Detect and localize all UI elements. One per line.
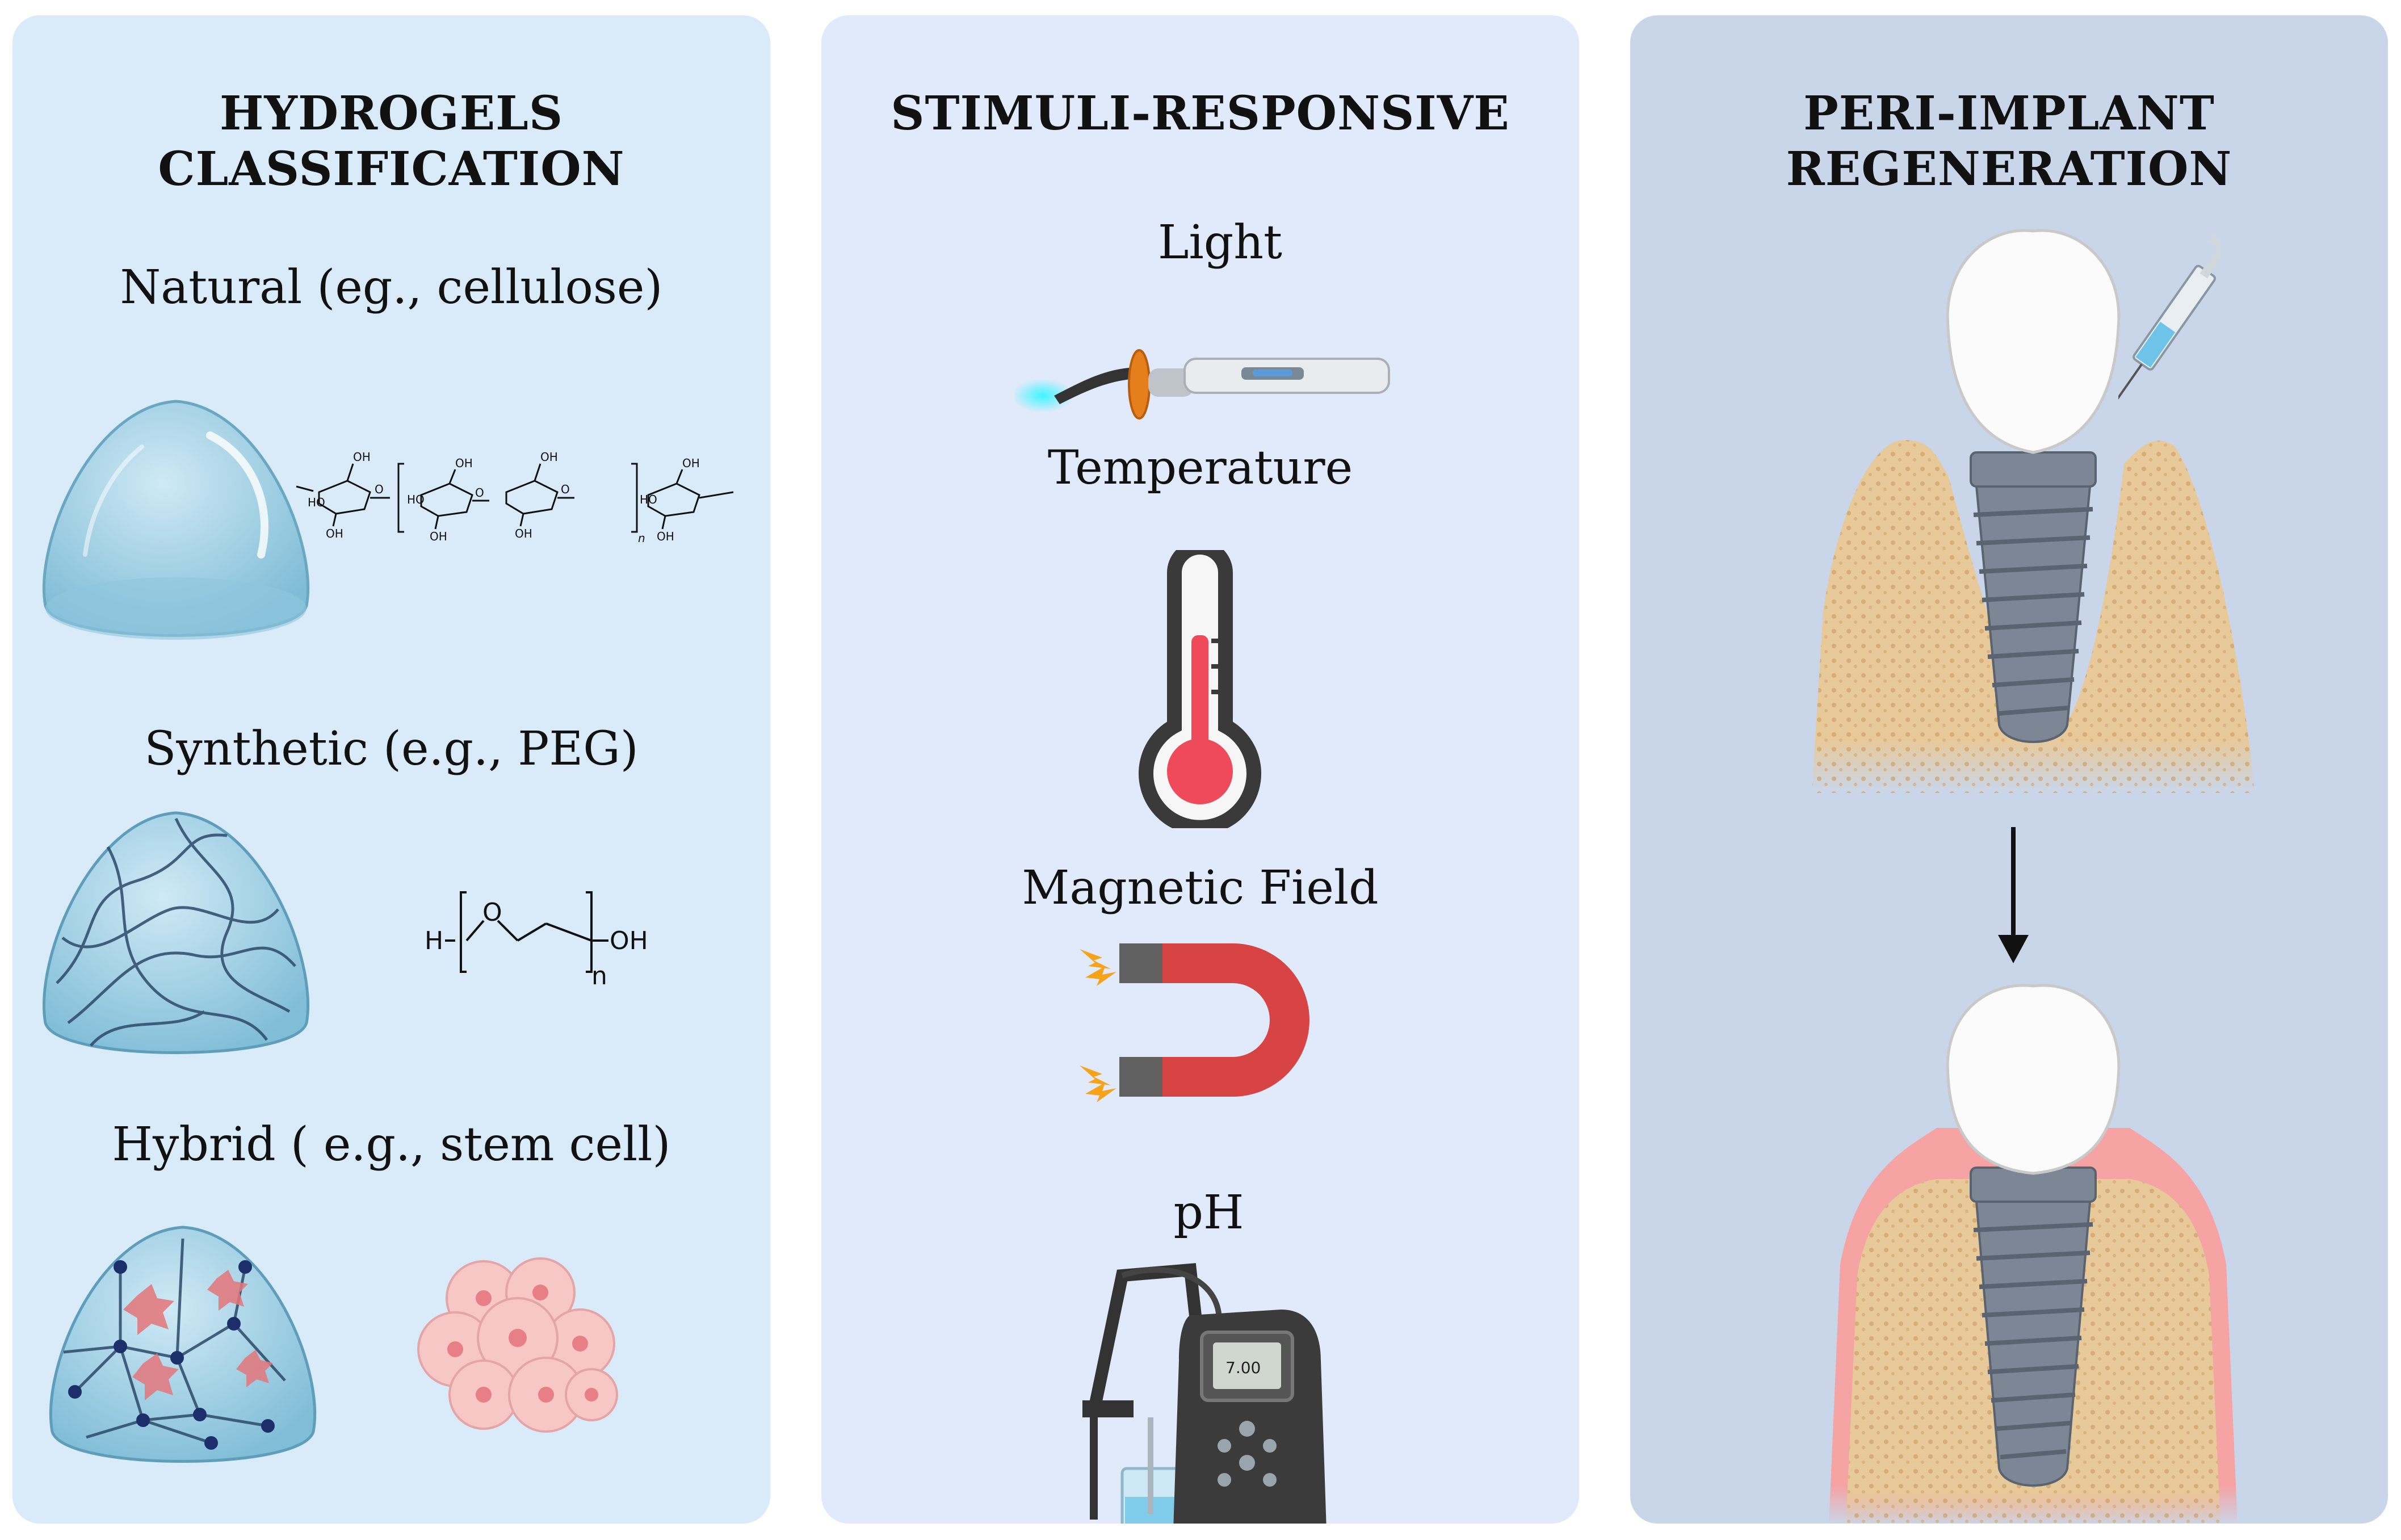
- cellulose-oh-label: OH: [540, 450, 558, 464]
- hydrogel-dome-icon: [42, 400, 310, 640]
- cellulose-n-label: n: [638, 531, 645, 545]
- regeneration-panel: PERI-IMPLANT REGENERATION: [1630, 15, 2388, 1524]
- cellulose-structure-icon: OH OH OH OH HO HO HO OH OH OH OH O O O n: [296, 450, 734, 545]
- stimuli-title: STIMULI-RESPONSIVE: [891, 86, 1510, 141]
- cellulose-o-label: O: [475, 486, 484, 500]
- peg-oh-label: OH: [610, 926, 648, 955]
- arrow-down-icon: [1998, 827, 2029, 963]
- cellulose-oh-label: OH: [326, 527, 343, 540]
- regenerated-implant-icon: [1829, 984, 2238, 1524]
- peg-h-label: H: [425, 926, 443, 955]
- thermometer-icon: [1139, 550, 1261, 828]
- ph-label: pH: [1173, 1186, 1244, 1240]
- synthetic-hydrogel-icon: [42, 811, 310, 1054]
- curing-light-icon: [1014, 349, 1390, 419]
- classification-panel: HYDROGELS CLASSIFICATION Natural (eg., c…: [12, 15, 770, 1524]
- hybrid-hydrogel-icon: [49, 1226, 317, 1463]
- cellulose-o-label: O: [561, 482, 570, 496]
- cellulose-oh-label: OH: [455, 456, 473, 470]
- cellulose-ho-label: HO: [308, 496, 325, 509]
- peg-structure-icon: H O OH n: [425, 891, 648, 989]
- cellulose-o-label: O: [375, 482, 384, 496]
- ph-meter-reading: 7.00: [1225, 1358, 1261, 1377]
- hybrid-label: Hybrid ( e.g., stem cell): [112, 1118, 671, 1172]
- peg-o-label: O: [482, 898, 502, 927]
- cellulose-oh-label: OH: [657, 530, 674, 543]
- peg-n-label: n: [591, 962, 607, 989]
- ph-meter-icon: 7.00: [1082, 1263, 1327, 1524]
- magnetic-field-label: Magnetic Field: [1022, 861, 1379, 915]
- cellulose-oh-label: OH: [430, 530, 447, 543]
- magnet-icon: [1080, 943, 1309, 1102]
- cellulose-ho-label: HO: [640, 493, 657, 506]
- natural-label: Natural (eg., cellulose): [120, 261, 663, 314]
- cellulose-oh-label: OH: [515, 527, 532, 540]
- cellulose-oh-label: OH: [682, 456, 700, 470]
- cellulose-ho-label: HO: [407, 493, 425, 506]
- regeneration-title: PERI-IMPLANT REGENERATION: [1786, 86, 2232, 196]
- temperature-label: Temperature: [1047, 441, 1353, 495]
- classification-title: HYDROGELS CLASSIFICATION: [158, 86, 625, 196]
- syringe-icon: [2118, 234, 2220, 405]
- synthetic-label: Synthetic (e.g., PEG): [144, 722, 639, 776]
- stimuli-panel: STIMULI-RESPONSIVE Light Temperature Mag…: [821, 15, 1579, 1524]
- stem-cell-cluster-icon: [417, 1257, 618, 1433]
- dental-implant-icon: [1812, 229, 2255, 793]
- cellulose-oh-label: OH: [353, 450, 371, 464]
- light-label: Light: [1158, 216, 1282, 270]
